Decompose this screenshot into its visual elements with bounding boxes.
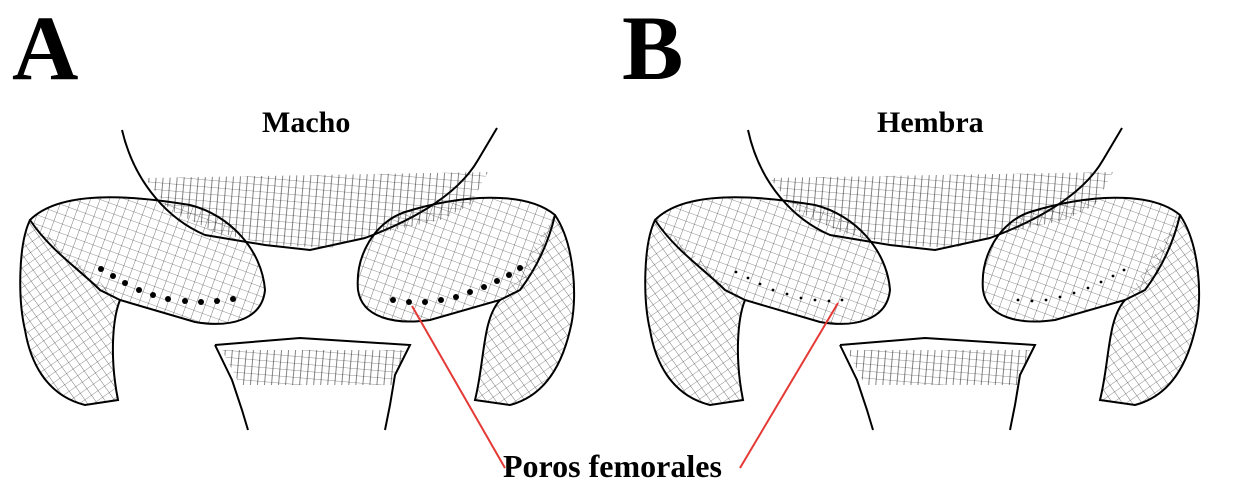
panel-b-female-drawing: [645, 128, 1199, 430]
callout-line-female: [740, 303, 838, 468]
label-male: Macho: [262, 108, 350, 138]
panel-letter-b: B: [622, 2, 683, 94]
panel-a-male-drawing: [20, 128, 574, 430]
label-female: Hembra: [877, 108, 984, 138]
femoral-pores-callout: Poros femorales: [503, 450, 722, 482]
tail-hatch: [222, 350, 405, 385]
panel-letter-a: A: [12, 2, 78, 94]
tail-hatch: [847, 350, 1030, 385]
